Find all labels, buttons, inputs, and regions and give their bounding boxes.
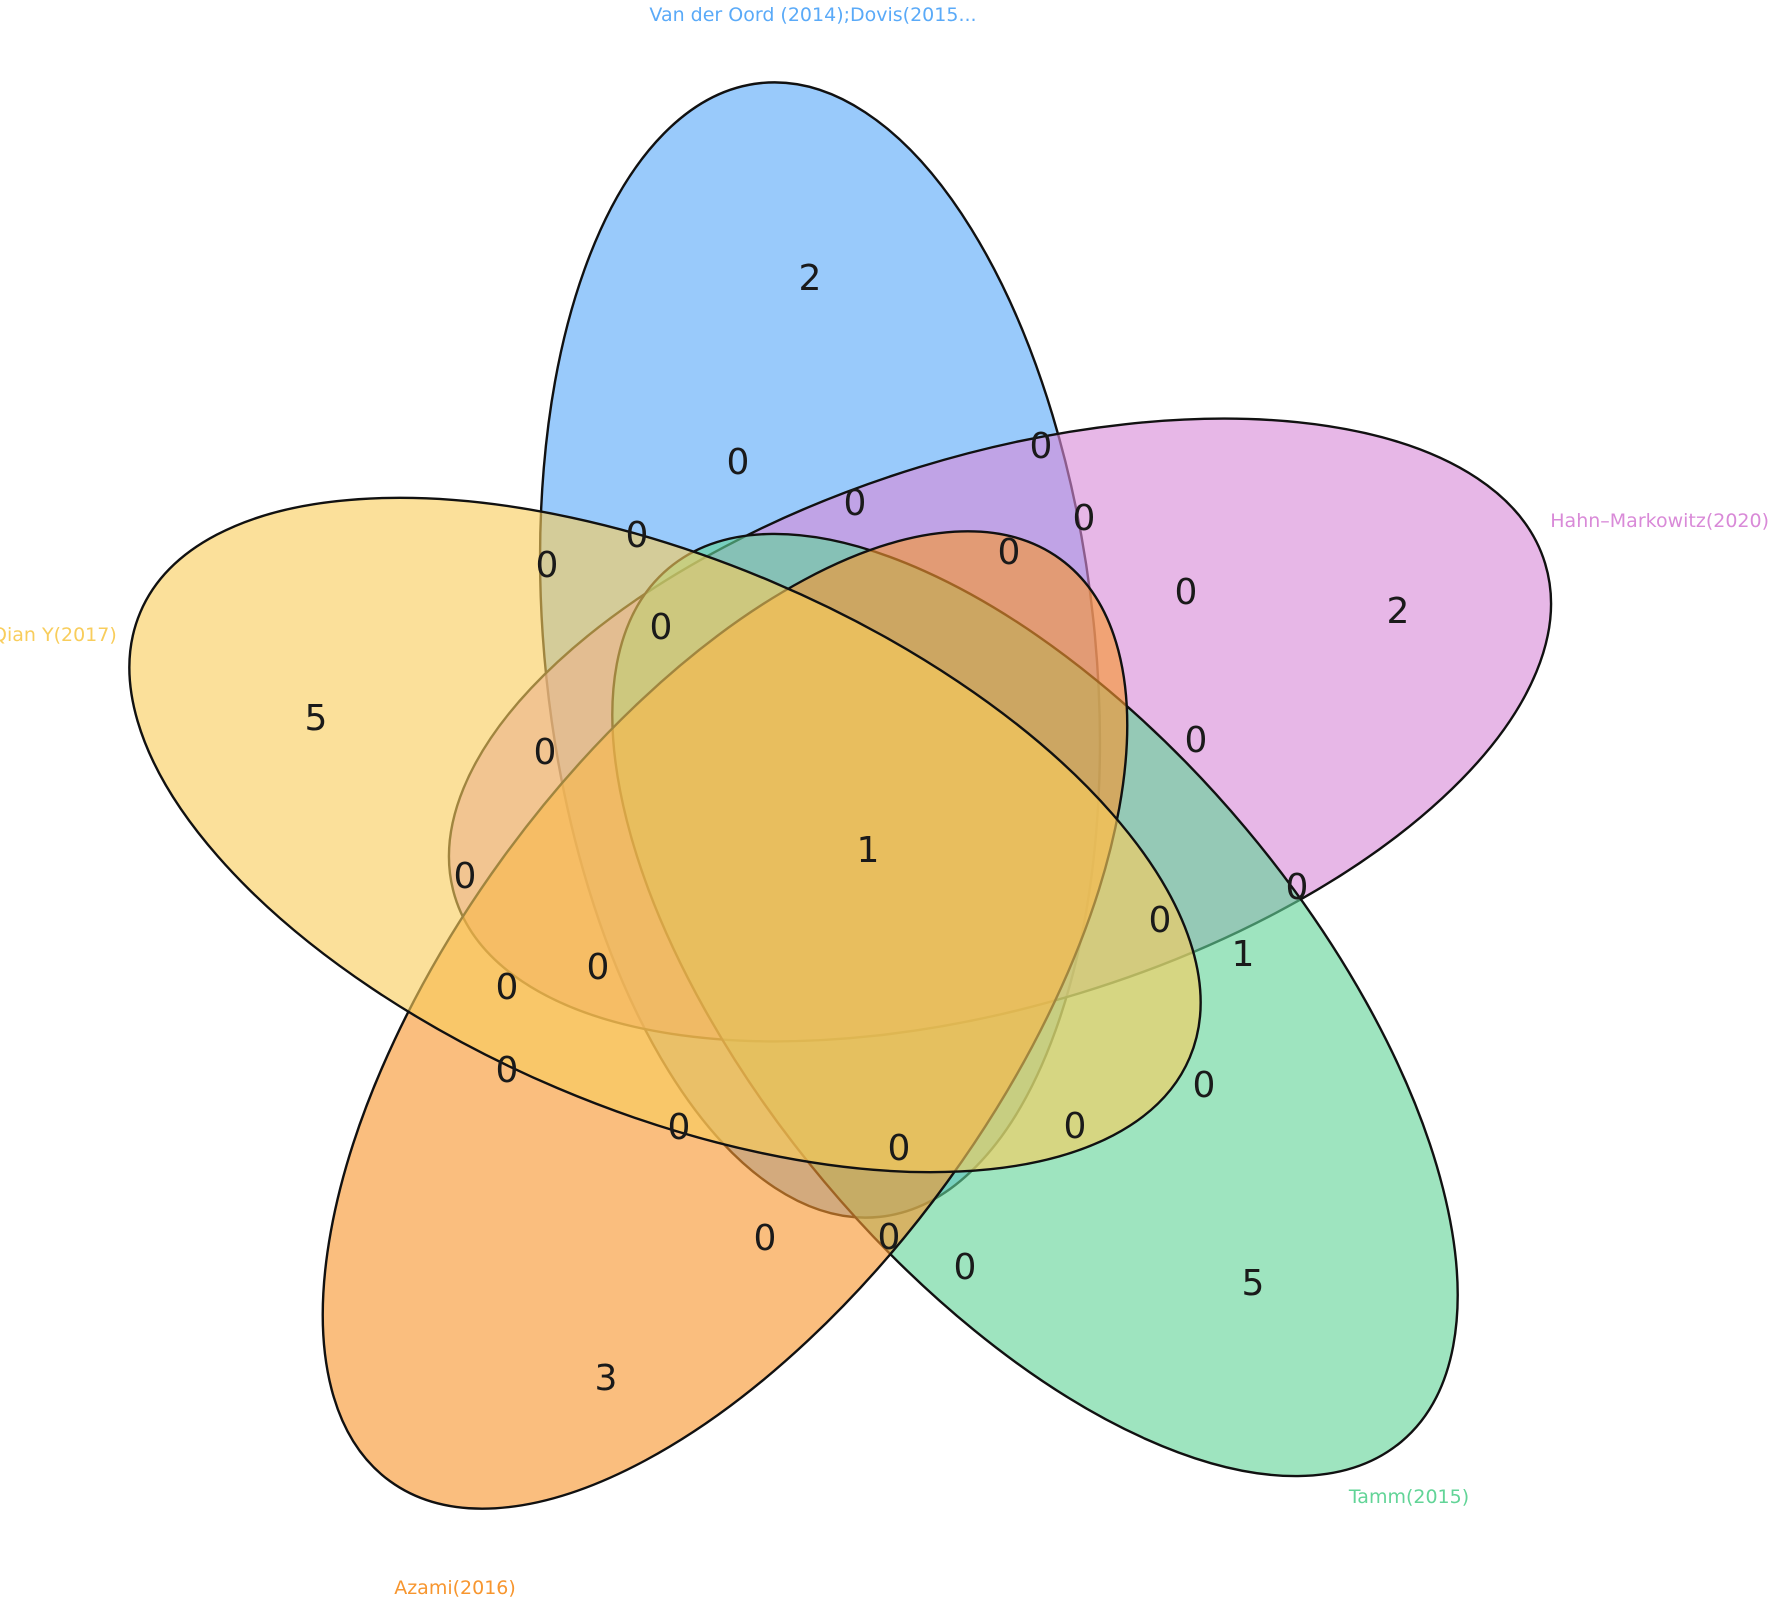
set-label-violet: Hahn–Markowitz(2020) (1550, 510, 1769, 532)
region-count: 0 (1193, 1065, 1216, 1106)
region-count: 0 (536, 545, 559, 586)
region-count-green-only: 5 (1242, 1263, 1265, 1304)
region-count: 0 (1286, 867, 1309, 908)
region-count: 0 (496, 1050, 519, 1091)
region-count: 0 (534, 732, 557, 773)
region-count: 0 (668, 1107, 691, 1148)
region-count: 0 (878, 1217, 901, 1258)
region-count-blue-only: 2 (799, 258, 822, 299)
set-labels: Van der Oord (2014);Dovis(2015... Hahn–M… (0, 4, 1769, 1599)
region-count: 0 (1175, 572, 1198, 613)
region-count-all-five: 1 (857, 830, 880, 871)
region-count: 0 (727, 442, 750, 483)
region-count: 0 (626, 515, 649, 556)
region-counts: 2 2 5 5 3 1 0 0 0 0 0 0 0 0 0 0 0 0 0 0 … (305, 258, 1410, 1399)
region-count: 0 (1064, 1106, 1087, 1147)
region-count: 0 (1030, 426, 1053, 467)
region-count: 0 (998, 532, 1021, 573)
region-count: 0 (650, 607, 673, 648)
region-count-orange-only: 3 (595, 1358, 618, 1399)
set-label-green: Tamm(2015) (1348, 1486, 1469, 1508)
region-count: 0 (496, 967, 519, 1008)
region-count: 0 (954, 1247, 977, 1288)
set-label-yellow: Qian Y(2017) (0, 624, 117, 646)
region-count: 0 (587, 947, 610, 988)
region-count: 0 (1073, 498, 1096, 539)
region-count: 0 (888, 1128, 911, 1169)
region-count: 0 (1185, 720, 1208, 761)
region-count: 1 (1232, 934, 1255, 975)
region-count: 0 (1149, 900, 1172, 941)
region-count-yellow-only: 5 (305, 698, 328, 739)
set-label-blue: Van der Oord (2014);Dovis(2015... (649, 4, 976, 26)
region-count-violet-only: 2 (1387, 591, 1410, 632)
region-count: 0 (754, 1218, 777, 1259)
region-count: 0 (454, 856, 477, 897)
region-count: 0 (844, 483, 867, 524)
set-ellipse-yellow (128, 496, 1202, 1174)
set-shapes (128, 81, 1553, 1510)
set-label-orange: Azami(2016) (394, 1577, 516, 1599)
